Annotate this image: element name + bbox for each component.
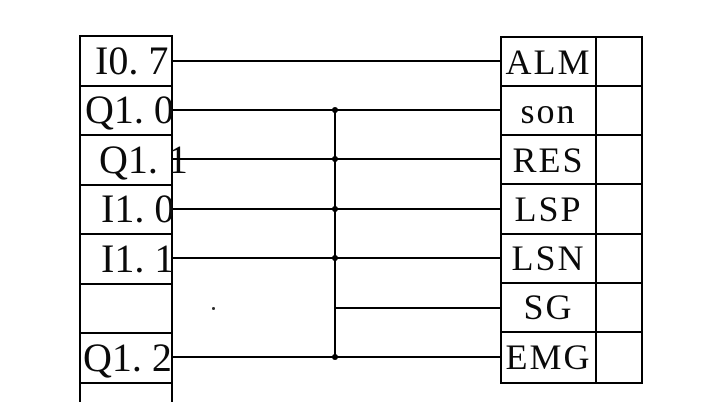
terminal-label: son: [502, 87, 597, 135]
table-row: SG: [502, 283, 641, 333]
plc-io-label: Q1. 1: [99, 136, 188, 182]
plc-io-label: I1. 0: [101, 186, 175, 232]
table-row-empty: [81, 285, 171, 334]
stray-dot: [212, 307, 215, 310]
table-row: I0. 7: [81, 37, 171, 87]
junction-dot: [332, 354, 338, 360]
table-row: RES: [502, 136, 641, 186]
table-row: Q1. 2: [81, 334, 172, 384]
terminal-blank-cell: [597, 38, 641, 85]
terminal-label: RES: [502, 136, 597, 184]
table-row: Q1. 0: [81, 87, 174, 136]
table-row: Q1. 1: [81, 136, 188, 186]
junction-dot: [332, 255, 338, 261]
terminal-blank-cell: [597, 87, 641, 134]
terminal-blank-cell: [597, 235, 641, 282]
table-row: LSP: [502, 185, 641, 235]
terminal-label: ALM: [502, 38, 597, 86]
terminal-label: SG: [502, 283, 597, 331]
plc-io-label: Q1. 0: [85, 87, 174, 133]
wire-bus-to-sg: [334, 307, 500, 309]
table-row: I1. 0: [81, 186, 175, 235]
wire-i0-7-to-alm: [173, 60, 500, 62]
junction-dot: [332, 107, 338, 113]
terminal-label: LSN: [502, 234, 597, 282]
table-row: I1. 1: [81, 235, 175, 285]
drive-terminal-table: ALM son RES LSP LSN SG EMG: [500, 36, 643, 384]
terminal-blank-cell: [597, 333, 641, 382]
plc-io-label: Q1. 2: [83, 334, 172, 380]
plc-io-table: I0. 7 Q1. 0 Q1. 1 I1. 0 I1. 1 Q1. 2: [79, 35, 188, 402]
terminal-label: LSP: [502, 185, 597, 233]
plc-io-label: I0. 7: [95, 37, 169, 83]
terminal-label: EMG: [502, 332, 597, 382]
bus-vertical-wire: [334, 110, 336, 358]
table-row: ALM: [502, 38, 641, 88]
terminal-blank-cell: [597, 284, 641, 331]
table-row: LSN: [502, 234, 641, 284]
terminal-blank-cell: [597, 136, 641, 183]
junction-dot: [332, 156, 338, 162]
terminal-blank-cell: [597, 185, 641, 232]
table-row-cutoff: [81, 384, 171, 402]
table-row: EMG: [502, 332, 641, 382]
table-row: son: [502, 87, 641, 137]
plc-io-label: I1. 1: [101, 235, 175, 281]
junction-dot: [332, 206, 338, 212]
